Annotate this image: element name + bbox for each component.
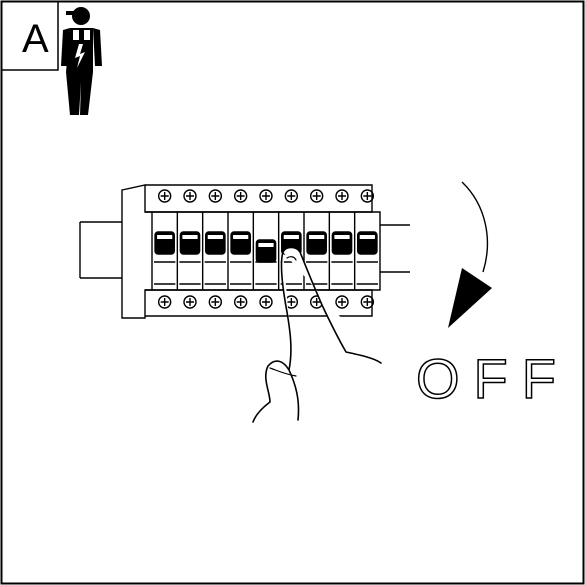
terminal-screw-icon (259, 189, 273, 203)
breaker-unit (154, 189, 176, 309)
terminal-screw-icon (208, 295, 223, 309)
breaker-unit (227, 189, 252, 309)
hand-icon (252, 246, 382, 423)
breaker-unit (328, 189, 353, 309)
terminal-screw-icon (157, 189, 172, 203)
terminal-screw-icon (183, 189, 197, 203)
terminal-screw-icon (360, 189, 375, 203)
off-label: OFF (416, 347, 570, 410)
curved-arrow-icon (448, 181, 492, 328)
terminal-screw-icon (208, 189, 223, 203)
breaker-unit (303, 189, 328, 309)
electrician-icon (60, 4, 112, 116)
step-letter: A (22, 17, 49, 61)
terminal-screw-icon (335, 295, 349, 309)
terminal-screw-icon (183, 295, 197, 309)
breaker-unit (176, 189, 201, 309)
breaker-unit (252, 189, 277, 309)
circuit-breaker-panel-icon (79, 184, 410, 319)
breaker-unit (353, 189, 378, 309)
terminal-screw-icon (157, 295, 172, 309)
terminal-screw-icon (309, 189, 324, 203)
terminal-screw-icon (259, 295, 273, 309)
step-label-box (1, 1, 59, 71)
terminal-screw-icon (335, 189, 349, 203)
terminal-screw-icon (360, 295, 375, 309)
terminal-screw-icon (233, 189, 248, 203)
breaker-unit (201, 189, 226, 309)
terminal-screw-icon (284, 189, 299, 203)
terminal-screw-icon (233, 295, 248, 309)
